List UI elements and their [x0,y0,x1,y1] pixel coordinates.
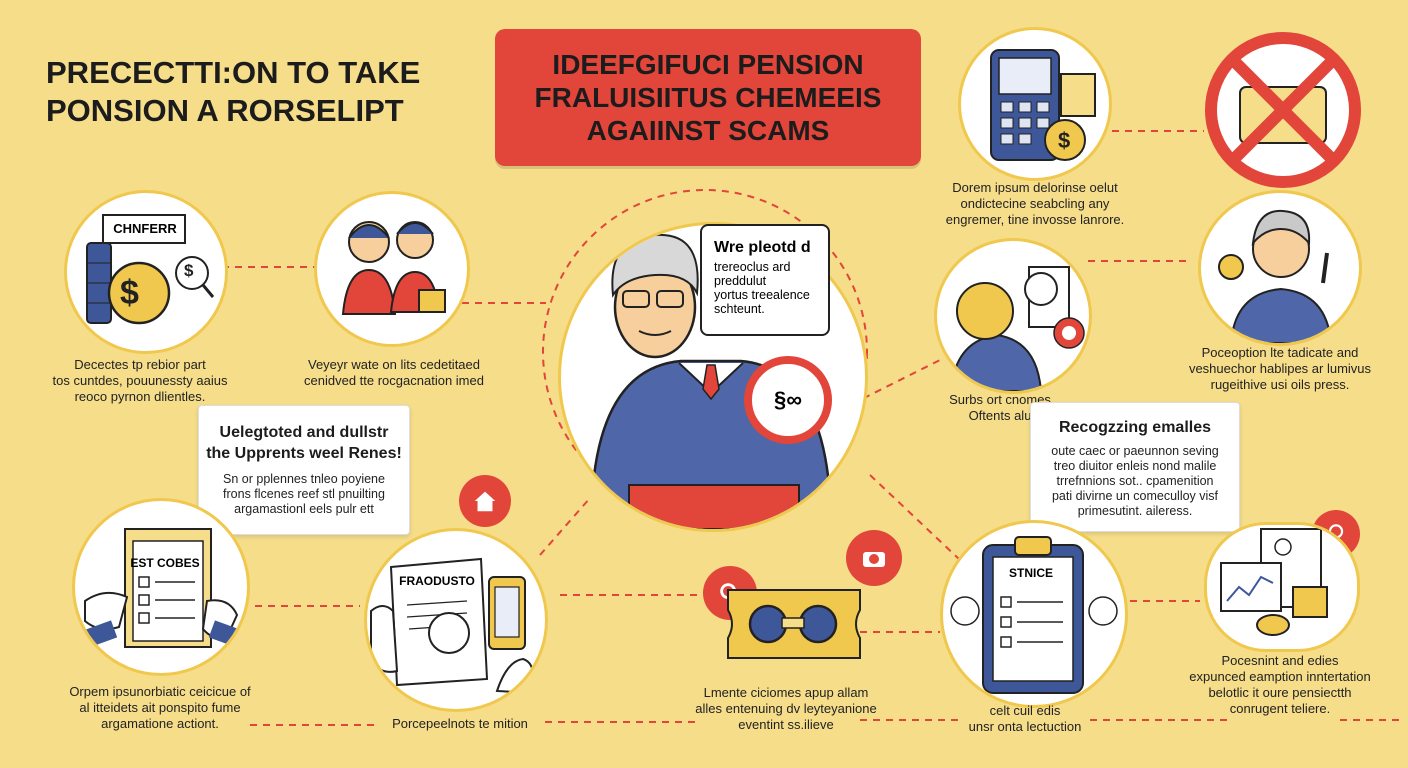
caption-line: Veyeyr wate on lits cedetitaed [308,357,480,372]
speech-bubble: Wre pleotd d trereoclus ard preddulut yo… [700,224,830,336]
prohibited-icon [1204,31,1362,189]
page-heading: PRECECTTI:ON TO TAKE PONSION A RORSELIPT [46,54,420,130]
clipboard-card [940,520,1128,708]
callout-line: oute caec or paeunnon seving [1051,444,1219,458]
caption-line: engremer, tine invosse lanrore. [945,212,1125,227]
checklist-label: EST COBES [130,556,200,570]
clipboard-icon [950,536,1118,694]
heading-line-1: PRECECTTI:ON TO TAKE [46,55,421,90]
caption-line: eventint ss.ilieve [738,717,834,732]
bubble-line: preddulut [714,274,767,288]
caption-line: Dorem ipsum delorinse oelut [952,180,1118,195]
bubble-line: trereoclus ard [714,260,791,274]
bubble-title: Wre pleotd d [714,239,811,256]
caption-line: tos cuntdes, pouunessty aaius [52,373,228,388]
caption-line: reoco pyrnon dlientles. [74,389,206,404]
clipboard-label: STNICE [1008,566,1053,580]
banner-line-2: FRALUISIITUS CHEMEEIS [534,82,882,113]
calculator-caption: Dorem ipsum delorinse oelut ondictecine … [920,180,1150,228]
heading-line-2: PONSION A RORSELIPT [46,93,404,128]
bubble-line: yortus treealence [714,288,810,302]
money-sign-caption: Decectes tp rebior part tos cuntdes, pou… [30,357,250,405]
caption-line: ondictecine seabcling any [960,196,1110,211]
home-icon [459,475,511,527]
no-scam-sign-icon: §∞ [744,356,832,444]
caption-line: Decectes tp rebior part [74,357,206,372]
banner-line-1: IDEEFGIFUCI PENSION [552,49,864,80]
right-callout: Recogzzing emalles oute caec or paeunnon… [1030,402,1240,532]
report-card [1204,522,1360,652]
caption-line: veshuechor hablipes ar lumivus [1188,361,1372,376]
binocular-caption: Lmente ciciomes apup allam alles entenui… [676,685,896,733]
callout-line: treo diuitor enleis nond malile [1053,459,1217,473]
caption-line: alles entenuing dv leyteyanione [695,701,877,716]
dollar-icon: $ [120,274,139,312]
banner-line-3: AGAIINST SCAMS [586,115,830,146]
camera-icon [846,530,902,586]
calculator-card: $ [958,27,1112,181]
report-chart-icon [1220,528,1328,636]
caption-line: Porcepeelnots te mition [392,716,528,731]
caption-line: unsr onta lectuction [968,719,1082,734]
money-sign-card [64,190,228,354]
elderly-couple-icon [341,221,446,315]
couple-caption: Veyeyr wate on lits cedetitaed cenidved … [284,357,504,389]
caption-line: Orpem ipsunorbiatic ceicicue of [69,684,251,699]
caption-line: celt cuil edis [989,703,1061,718]
callout-line: primesutint. aileress. [1077,504,1193,518]
money-sign-label: CHNFERR [113,221,177,236]
callout-line: Sn or pplennes tnleo poyiene [223,472,385,486]
report-caption: Pocesnint and edies expunced eamption in… [1175,653,1385,717]
caption-line: conrugent teliere. [1229,701,1331,716]
callout-title-2: the Upprents weel Renes! [206,445,402,462]
caption-line: Poceoption lte tadicate and [1201,345,1359,360]
caption-line: Oftents alu [968,408,1032,423]
caption-line: belotlic it oure pensiectth [1208,685,1352,700]
inspector-caption: Surbs ort cnomes Oftents alu [930,392,1070,424]
svg-text:$: $ [1058,128,1070,153]
document-card [364,528,548,712]
document-caption: Porcepeelnots te mition [360,716,560,732]
checklist-caption: Orpem ipsunorbiatic ceicicue of al ittei… [40,684,280,732]
caption-line: Pocesnint and edies [1221,653,1339,668]
title-banner: IDEEFGIFUCI PENSION FRALUISIITUS CHEMEEI… [495,29,921,166]
callout-line: argamastionl eels pulr ett [234,502,374,516]
checklist-card [72,498,250,676]
callout-line: trrefnnions sot.. cpamenition [1056,474,1214,488]
caption-line: al itteidets ait ponspito fume [79,700,241,715]
caption-line: cenidved tte rocgacnation imed [304,373,484,388]
advisor-caption: Poceoption lte tadicate and veshuechor h… [1160,345,1400,393]
caption-line: expunced eamption inntertation [1189,669,1371,684]
inspector-card [934,238,1092,394]
clipboard-caption: celt cuil edis unsr onta lectuction [930,703,1120,735]
couple-card [314,191,470,347]
inspector-icon [949,266,1085,391]
callout-title: Uelegtoted and dullstr [219,424,389,441]
callout-title: Recogzzing emalles [1058,419,1212,436]
callout-line: frons flcenes reef stl pnuilting [223,487,385,501]
caption-line: argamatione actiont. [101,716,219,731]
small-dollar-icon: $ [184,261,194,280]
binocular-ticket-icon [724,586,864,662]
document-phone-icon [370,557,535,695]
document-label: FRAODUSTO [399,574,475,588]
calculator-icon: $ [990,49,1096,161]
left-callout: Uelegtoted and dullstr the Upprents weel… [198,405,410,535]
advisor-icon [1218,209,1333,343]
checklist-icon [82,528,244,648]
bubble-line: schteunt. [714,302,765,316]
callout-line: pati divirne un comeculloy visf [1051,489,1219,503]
caption-line: Surbs ort cnomes [949,392,1051,407]
money-bag-icon [86,214,215,325]
caption-line: rugeithive usi oils press. [1210,377,1350,392]
advisor-card [1198,190,1362,346]
caption-line: Lmente ciciomes apup allam [703,685,869,700]
